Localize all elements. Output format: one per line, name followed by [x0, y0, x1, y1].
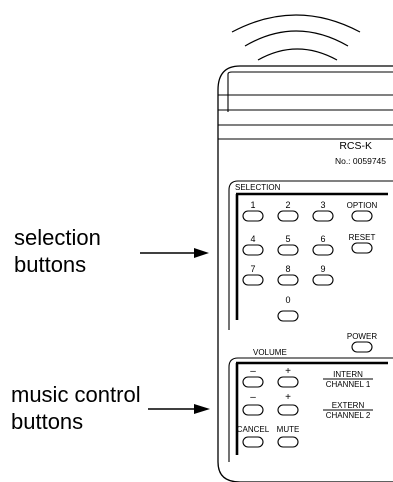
digit-1-button[interactable]: [242, 210, 264, 222]
music-callout-line2: buttons: [11, 409, 83, 434]
signal-wave-inner: [257, 48, 338, 61]
digit-6-button[interactable]: [312, 244, 334, 256]
digit-3-button[interactable]: [312, 210, 334, 222]
mute-label: MUTE: [277, 425, 300, 434]
volume-down-2-label: –: [250, 392, 256, 403]
option-label: OPTION: [347, 201, 378, 210]
digit-5-button[interactable]: [277, 244, 299, 256]
reset-button[interactable]: [351, 242, 373, 254]
digit-7-button[interactable]: [242, 274, 264, 286]
cancel-button[interactable]: [242, 436, 264, 448]
channel-1-label: CHANNEL 1: [326, 380, 371, 389]
volume-up-1-label: +: [285, 366, 291, 377]
digit-2-button[interactable]: [277, 210, 299, 222]
remote-top-rim: [227, 71, 393, 112]
power-button[interactable]: [351, 341, 373, 353]
channel-2-label: CHANNEL 2: [326, 411, 371, 420]
selection-callout-line1: selection: [14, 225, 101, 250]
mute-button[interactable]: [277, 436, 299, 448]
intern-label: INTERN: [333, 370, 363, 379]
reset-label: RESET: [349, 233, 376, 242]
power-label: POWER: [347, 332, 377, 341]
selection-callout-line2: buttons: [14, 252, 86, 277]
selection-arrow-head: [194, 248, 209, 258]
volume-heading: VOLUME: [253, 348, 287, 357]
model-label: RCS-K: [339, 140, 372, 152]
digit-2-label: 2: [285, 200, 290, 210]
volume-up-channel-1-button[interactable]: [277, 376, 299, 388]
serial-number: No.: 0059745: [335, 156, 386, 166]
selection-panel-outer-frame: [228, 180, 393, 330]
digit-4-button[interactable]: [242, 244, 264, 256]
music-panel-outer-frame: [228, 357, 393, 462]
extern-label: EXTERN: [332, 401, 365, 410]
volume-down-channel-2-button[interactable]: [242, 404, 264, 416]
signal-wave-outer: [231, 14, 361, 33]
volume-up-2-label: +: [285, 392, 291, 403]
digit-5-label: 5: [285, 234, 290, 244]
selection-heading: SELECTION: [235, 183, 281, 192]
cancel-label: CANCEL: [237, 425, 270, 434]
digit-3-label: 3: [320, 200, 325, 210]
digit-4-label: 4: [250, 234, 255, 244]
music-arrow-head: [194, 404, 210, 414]
digit-6-label: 6: [320, 234, 325, 244]
music-callout-line1: music control: [11, 382, 141, 407]
volume-down-channel-1-button[interactable]: [242, 376, 264, 388]
digit-7-label: 7: [250, 264, 255, 274]
digit-0-button[interactable]: [277, 310, 299, 322]
volume-down-1-label: –: [250, 366, 256, 377]
digit-1-label: 1: [250, 200, 255, 210]
digit-0-label: 0: [285, 295, 290, 305]
remote-body: [217, 65, 393, 482]
digit-9-button[interactable]: [312, 274, 334, 286]
option-button[interactable]: [351, 210, 373, 222]
volume-up-channel-2-button[interactable]: [277, 404, 299, 416]
signal-wave-middle: [244, 30, 349, 47]
digit-8-label: 8: [285, 264, 290, 274]
digit-9-label: 9: [320, 264, 325, 274]
digit-8-button[interactable]: [277, 274, 299, 286]
